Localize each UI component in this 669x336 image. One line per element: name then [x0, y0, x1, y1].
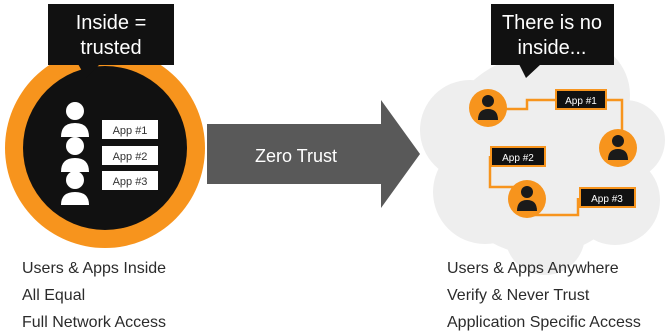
app-box: App #1	[555, 89, 607, 110]
left-captions: Users & Apps Inside All Equal Full Netwo…	[22, 255, 166, 336]
caption-line: Application Specific Access	[447, 314, 641, 331]
caption-line: Verify & Never Trust	[447, 287, 590, 304]
app-label: App #3	[113, 176, 148, 188]
zero-trust-arrow: Zero Trust	[207, 100, 420, 208]
user-icon	[61, 137, 89, 172]
right-captions: Users & Apps Anywhere Verify & Never Tru…	[447, 255, 641, 336]
app-box: App #2	[102, 146, 158, 165]
app-box: App #3	[579, 187, 636, 208]
user-icon	[599, 129, 637, 167]
user-icon	[61, 102, 89, 137]
arrow-label: Zero Trust	[255, 146, 337, 166]
caption-line: Full Network Access	[22, 314, 167, 331]
caption-line: Users & Apps Anywhere	[447, 260, 619, 277]
user-icon	[61, 171, 89, 205]
caption-line: Users & Apps Inside	[22, 260, 167, 277]
left-perimeter-group: App #1 App #2 App #3	[5, 48, 205, 248]
app-label: App #1	[565, 96, 597, 107]
bubble-text-line1: Inside =	[76, 12, 147, 34]
app-box: App #1	[102, 120, 158, 139]
app-box: App #3	[102, 171, 158, 190]
right-speech-bubble: There is no inside...	[491, 4, 614, 78]
app-label: App #2	[113, 151, 148, 163]
app-box: App #2	[490, 146, 546, 167]
left-speech-bubble: Inside = trusted	[48, 4, 174, 78]
bubble-text-line2: inside...	[518, 37, 587, 59]
caption-line: All Equal	[22, 287, 86, 304]
app-label: App #1	[113, 125, 148, 137]
user-icon	[508, 180, 546, 218]
app-label: App #3	[591, 194, 623, 205]
user-icon	[469, 89, 507, 127]
bubble-text-line2: trusted	[80, 37, 141, 59]
app-label: App #2	[502, 153, 534, 164]
bubble-text-line1: There is no	[502, 12, 602, 34]
